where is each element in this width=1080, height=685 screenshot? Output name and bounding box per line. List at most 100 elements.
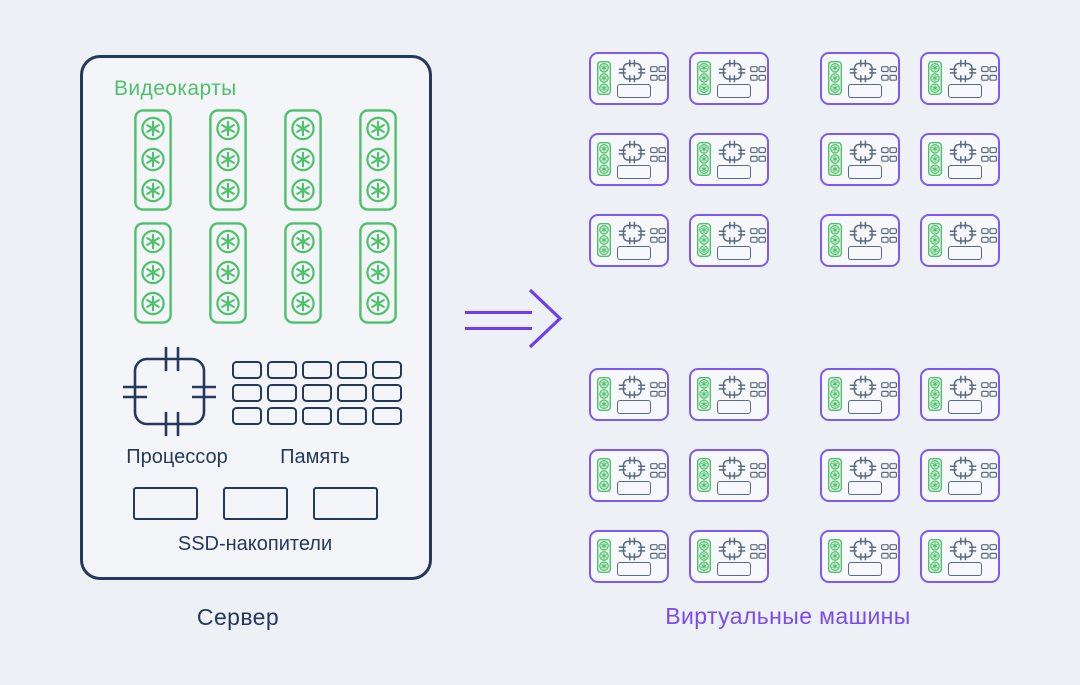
gpu-fan-icon (366, 147, 390, 172)
vm-ssd-icon (717, 246, 751, 260)
vm-ssd-icon (948, 84, 982, 98)
vm-cpu-icon (949, 221, 977, 245)
vm-ssd-icon (717, 481, 751, 495)
vm-gpu-icon (697, 223, 711, 257)
vm-cpu-icon (949, 59, 977, 83)
vm-cpu-icon (718, 537, 746, 561)
gpu-fan-icon (216, 147, 240, 172)
vm-memory-icon (650, 228, 666, 243)
vm-gpu-icon (928, 142, 942, 176)
vm-row (589, 214, 1000, 267)
memory-cell (372, 407, 402, 425)
gpu-card (209, 222, 247, 324)
vm-ssd-icon (848, 481, 882, 495)
vm-card (589, 368, 669, 421)
ssd-drive (223, 487, 288, 520)
gpu-fan-icon (141, 147, 165, 172)
memory-cell (302, 407, 332, 425)
vm-card (689, 214, 769, 267)
vm-card (589, 133, 669, 186)
vm-group-bottom (589, 368, 1000, 583)
vms-caption: Виртуальные машины (665, 603, 911, 629)
vm-card (589, 530, 669, 583)
memory-cell (267, 407, 297, 425)
vm-ssd-icon (617, 84, 651, 98)
vm-ssd-icon (948, 481, 982, 495)
vm-gpu-icon (697, 458, 711, 492)
vm-ssd-icon (848, 246, 882, 260)
vm-gpu-icon (597, 539, 611, 573)
vm-row (589, 530, 1000, 583)
memory-cell (267, 384, 297, 402)
gpu-fan-icon (141, 260, 165, 285)
vm-memory-icon (750, 147, 766, 162)
vm-ssd-icon (948, 165, 982, 179)
memory-cell (232, 361, 262, 379)
vm-ssd-icon (717, 562, 751, 576)
gpu-fan-icon (216, 229, 240, 254)
vm-cpu-icon (718, 59, 746, 83)
vm-memory-icon (881, 147, 897, 162)
gpu-card (134, 109, 172, 211)
vm-gpu-icon (597, 458, 611, 492)
vm-memory-icon (981, 147, 997, 162)
vm-cpu-icon (849, 221, 877, 245)
vm-cpu-icon (849, 140, 877, 164)
vm-ssd-icon (717, 165, 751, 179)
vm-row (589, 133, 1000, 186)
vm-row (589, 368, 1000, 421)
vm-card (920, 368, 1000, 421)
vm-gpu-icon (828, 223, 842, 257)
vm-cpu-icon (618, 456, 646, 480)
vm-ssd-icon (717, 84, 751, 98)
vm-memory-icon (650, 66, 666, 81)
vm-gpu-icon (928, 458, 942, 492)
vm-ssd-icon (617, 481, 651, 495)
vm-gpu-icon (697, 142, 711, 176)
vm-cpu-icon (618, 59, 646, 83)
transform-arrow-icon (465, 288, 563, 349)
vm-card (689, 449, 769, 502)
vm-cpu-icon (949, 537, 977, 561)
vm-row (589, 449, 1000, 502)
vm-ssd-icon (617, 165, 651, 179)
vm-row (589, 52, 1000, 105)
gpu-card (359, 109, 397, 211)
vm-cpu-icon (718, 456, 746, 480)
gpu-card (359, 222, 397, 324)
vm-gpu-icon (697, 61, 711, 95)
vm-gpu-icon (597, 142, 611, 176)
vm-gpu-icon (928, 61, 942, 95)
vm-gpu-icon (597, 61, 611, 95)
vm-memory-icon (650, 544, 666, 559)
vm-cpu-icon (849, 59, 877, 83)
vm-cpu-icon (718, 140, 746, 164)
vm-card (820, 530, 900, 583)
gpu-card (284, 222, 322, 324)
memory-cell (337, 407, 367, 425)
gpu-fan-icon (366, 260, 390, 285)
vm-card (589, 449, 669, 502)
vm-gpu-icon (828, 458, 842, 492)
memory-grid (232, 361, 402, 425)
gpu-fan-icon (366, 178, 390, 203)
gpu-card (284, 109, 322, 211)
gpu-fan-icon (216, 260, 240, 285)
gpu-fan-icon (291, 116, 315, 141)
vm-memory-icon (750, 382, 766, 397)
vm-card (820, 449, 900, 502)
vm-memory-icon (981, 66, 997, 81)
gpu-card (134, 222, 172, 324)
vm-card (589, 52, 669, 105)
gpu-fan-icon (216, 116, 240, 141)
vm-gpu-icon (928, 223, 942, 257)
gpu-fan-icon (291, 178, 315, 203)
vm-cpu-icon (618, 221, 646, 245)
vm-memory-icon (650, 382, 666, 397)
vm-card (589, 214, 669, 267)
ssd-drive (313, 487, 378, 520)
vm-memory-icon (881, 463, 897, 478)
gpu-fan-icon (291, 291, 315, 316)
vm-cpu-icon (849, 375, 877, 399)
gpu-fan-icon (141, 229, 165, 254)
